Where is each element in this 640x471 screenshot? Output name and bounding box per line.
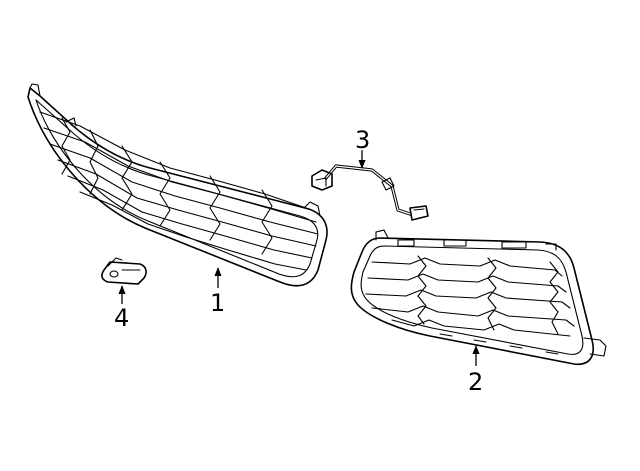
callout-3: 3 — [355, 126, 370, 154]
lower-grille — [350, 229, 607, 365]
callout-4: 4 — [114, 304, 129, 332]
callout-2: 2 — [468, 368, 483, 396]
upper-grille — [27, 83, 328, 287]
callout-1: 1 — [210, 289, 225, 317]
wiring-harness — [311, 164, 429, 221]
sensor-bracket — [101, 257, 147, 285]
